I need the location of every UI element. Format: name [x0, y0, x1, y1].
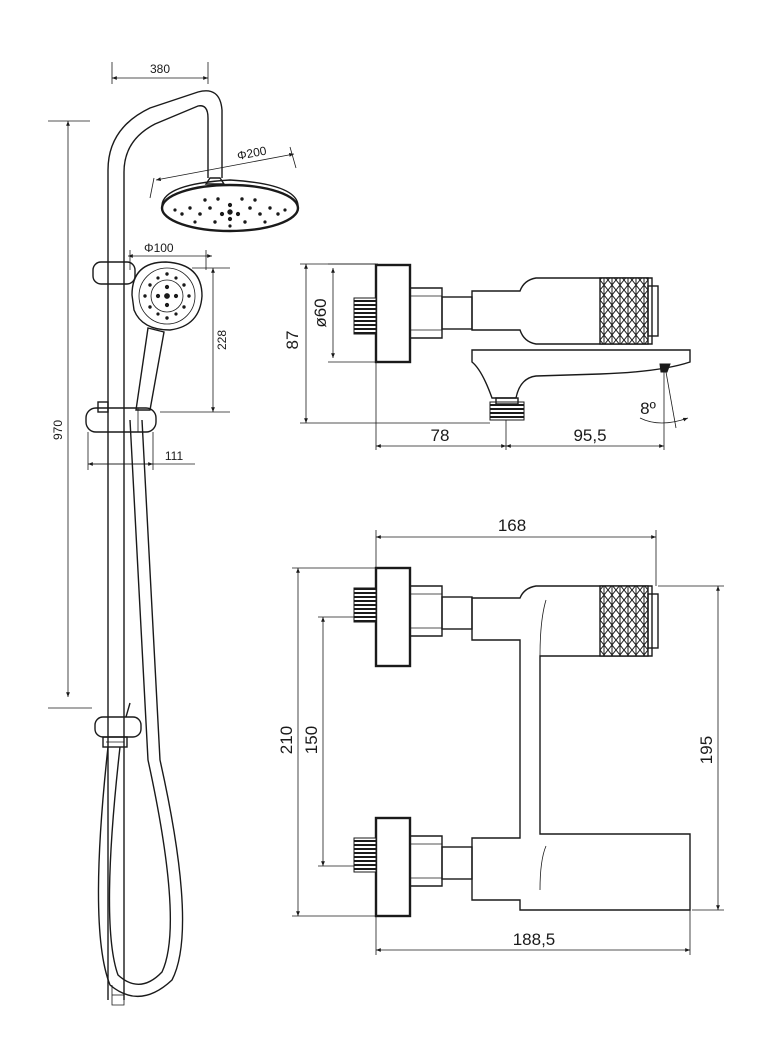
dimension-overall-height: 210: [277, 567, 376, 917]
mixer-side-view: 87 ø60 8º 78 95,5: [283, 263, 691, 450]
mixer-body: [471, 277, 659, 345]
label-hand-length: 228: [215, 330, 229, 350]
knurled-handle: [599, 277, 649, 345]
label-spout-angle: 8º: [640, 399, 656, 418]
mixer-front-view: 168 210 150 195 188,5: [277, 516, 724, 955]
hand-shower-nozzles: [143, 272, 191, 320]
upper-slider-bracket: [92, 261, 136, 285]
dimension-arm-reach: 380: [111, 62, 209, 84]
upper-inlet-thread: [353, 587, 377, 623]
dimension-spout-reach: 95,5: [506, 426, 665, 450]
dimension-holder-offset: 111: [87, 432, 195, 470]
label-overall-height: 210: [277, 726, 296, 754]
dimension-body-width: 168: [375, 516, 657, 586]
dimension-head-diameter: Φ200: [149, 143, 297, 199]
spout-outlet-thread: [489, 401, 525, 421]
label-handle-height: 195: [697, 736, 716, 764]
riser-pipe: [107, 90, 223, 1000]
label-body-width: 168: [498, 516, 526, 535]
spout: [471, 349, 691, 421]
upper-wall-flange: [374, 566, 412, 668]
hand-shower-holder: [85, 401, 157, 433]
lower-wall-flange: [374, 816, 412, 918]
dimension-overall-width: 188,5: [375, 910, 691, 955]
dimension-spout-angle: 8º: [639, 371, 689, 430]
inlet-thread: [353, 297, 377, 335]
label-overall-width: 188,5: [513, 930, 556, 949]
shower-hose: [97, 419, 184, 1006]
dimension-total-height: 970: [48, 120, 92, 709]
mixer-front-body: [471, 585, 691, 911]
label-head-diameter: Φ200: [236, 143, 268, 162]
lower-inlet-thread: [353, 837, 377, 873]
label-holder-offset: 111: [165, 449, 184, 463]
dimension-wall-to-spout: 78: [375, 362, 507, 450]
wall-flange: [374, 263, 412, 364]
shower-column: 380 Φ200 Φ100 228 970: [48, 62, 300, 1006]
dimension-hand-length: 228: [160, 267, 230, 413]
front-knurled-handle: [599, 585, 649, 657]
dimension-handle-height: 195: [658, 585, 724, 911]
head-shower: [160, 177, 300, 233]
label-wall-to-spout: 78: [431, 426, 450, 445]
label-arm-reach: 380: [150, 62, 170, 76]
dimension-inlet-spacing: 150: [302, 616, 354, 867]
label-flange-diameter: ø60: [311, 298, 330, 327]
dimension-flange-diameter: ø60: [311, 263, 376, 363]
dimension-body-height: 87: [283, 263, 490, 424]
dimension-hand-diameter: Φ100: [128, 241, 212, 270]
label-spout-reach: 95,5: [573, 426, 606, 445]
label-total-height: 970: [51, 420, 65, 440]
head-shower-nozzles: [173, 197, 287, 228]
label-hand-diameter: Φ100: [144, 241, 174, 255]
hand-shower: [131, 261, 203, 411]
label-inlet-spacing: 150: [302, 726, 321, 754]
diverter: [94, 702, 142, 748]
label-body-height: 87: [283, 331, 302, 350]
